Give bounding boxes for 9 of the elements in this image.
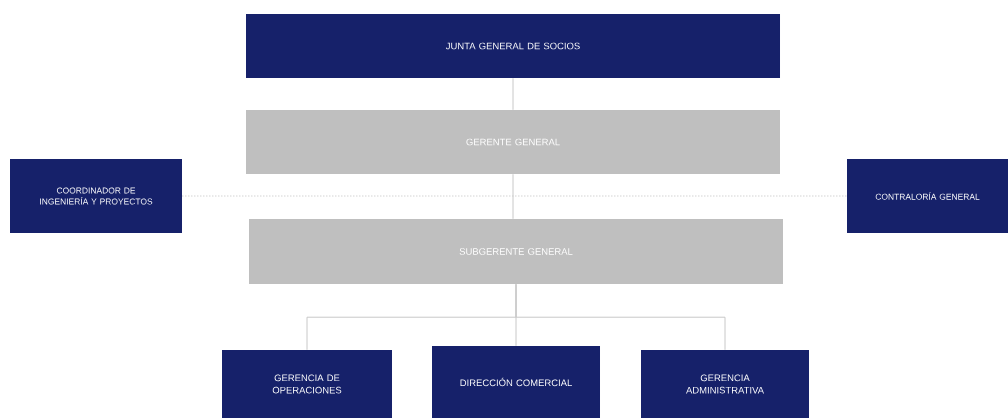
org-box: CONTRALORÍA GENERAL [847,159,1008,233]
org-box: SUBGERENTE GENERAL [249,219,783,284]
org-box: DIRECCIÓN COMERCIAL [432,346,600,418]
org-box: GERENCIA DE OPERACIONES [222,350,392,418]
org-box: JUNTA GENERAL DE SOCIOS [246,14,780,78]
connector-line [515,283,726,351]
org-box: GERENCIA ADMINISTRATIVA [641,350,809,418]
org-box: COORDINADOR DE INGENIERÍA Y PROYECTOS [10,159,182,233]
org-box: GERENTE GENERAL [246,110,780,174]
